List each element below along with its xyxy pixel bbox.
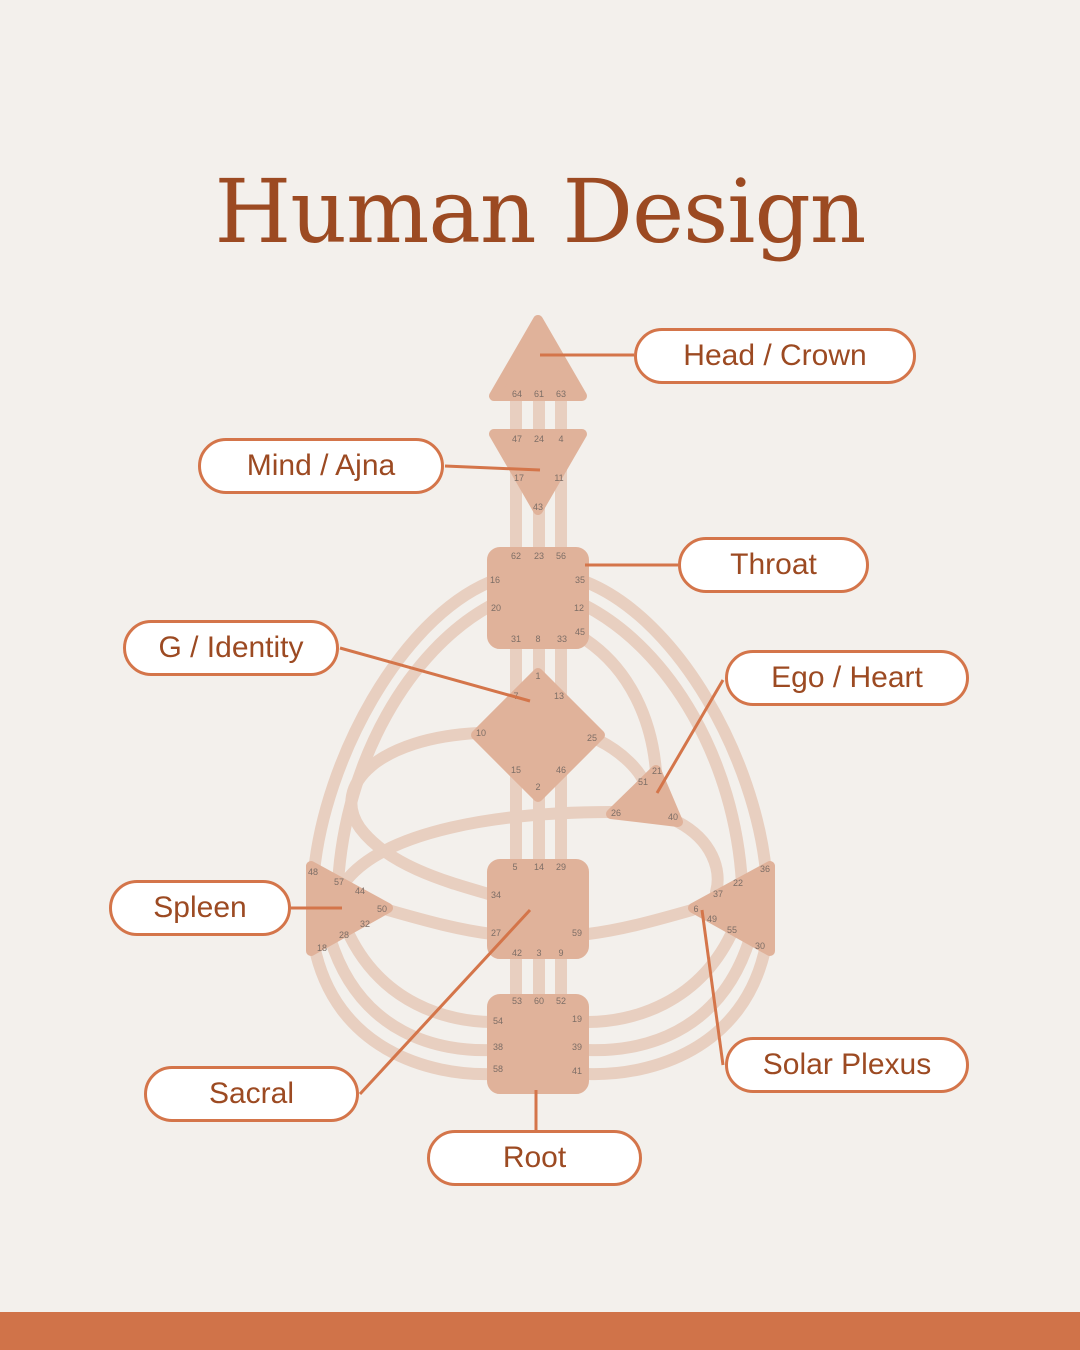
label-root: Root: [427, 1130, 642, 1186]
gate-number: 64: [512, 389, 522, 399]
gate-number: 21: [652, 766, 662, 776]
gate-number: 48: [308, 867, 318, 877]
gate-number: 23: [534, 551, 544, 561]
gate-number: 30: [755, 941, 765, 951]
label-throat: Throat: [678, 537, 869, 593]
gate-number: 3: [536, 948, 541, 958]
gate-number: 59: [572, 928, 582, 938]
gate-number: 37: [713, 889, 723, 899]
solar-plexus-center: [688, 861, 775, 956]
gate-number: 44: [355, 886, 365, 896]
gate-number: 52: [556, 996, 566, 1006]
ajna-center: [489, 429, 587, 515]
gate-number: 47: [512, 434, 522, 444]
page-title: Human Design: [214, 160, 867, 263]
gate-number: 61: [534, 389, 544, 399]
channel: [382, 904, 498, 940]
gate-number: 56: [556, 551, 566, 561]
gate-number: 31: [511, 634, 521, 644]
channel: [672, 816, 724, 898]
channel: [580, 576, 772, 878]
gate-number: 40: [668, 812, 678, 822]
gate-number: 32: [360, 919, 370, 929]
root-center: [487, 994, 589, 1094]
gate-number: 46: [556, 765, 566, 775]
channel: [308, 939, 498, 1081]
gate-number: 2: [535, 782, 540, 792]
gate-number: 22: [733, 878, 743, 888]
gate-number: 50: [377, 904, 387, 914]
label-spleen: Spleen: [109, 880, 291, 936]
gate-number: 24: [534, 434, 544, 444]
gate-number: 54: [493, 1016, 503, 1026]
gate-number: 53: [512, 996, 522, 1006]
gate-number: 16: [490, 575, 500, 585]
gate-number: 25: [587, 733, 597, 743]
channel: [580, 634, 662, 778]
gate-number: 55: [727, 925, 737, 935]
channel: [339, 806, 618, 888]
channel: [582, 904, 698, 940]
gate-number: 39: [572, 1042, 582, 1052]
channel: [582, 939, 772, 1081]
label-solar-plexus: Solar Plexus: [725, 1037, 969, 1093]
gate-number: 35: [575, 575, 585, 585]
channel: [580, 600, 748, 890]
label-sacral: Sacral: [144, 1066, 359, 1122]
gate-number: 6: [693, 904, 698, 914]
gate-number: 17: [514, 473, 524, 483]
gate-number: 28: [339, 930, 349, 940]
sacral-center: [487, 859, 589, 959]
gate-number: 27: [491, 928, 501, 938]
gate-number: 38: [493, 1042, 503, 1052]
gate-number: 49: [707, 914, 717, 924]
gate-number: 18: [317, 943, 327, 953]
gate-number: 8: [535, 634, 540, 644]
gate-number: 19: [572, 1014, 582, 1024]
gate-number: 41: [572, 1066, 582, 1076]
gate-number: 11: [554, 473, 563, 483]
gate-number: 15: [511, 765, 521, 775]
channel: [308, 576, 496, 878]
gate-number: 29: [556, 862, 566, 872]
channel: [582, 932, 756, 1057]
throat-center: [487, 547, 589, 649]
label-g-identity: G / Identity: [123, 620, 339, 676]
gate-number: 45: [575, 627, 585, 637]
label-mind-ajna: Mind / Ajna: [198, 438, 444, 494]
leader-lines: [291, 353, 725, 1130]
gate-number: 14: [534, 862, 544, 872]
gate-number: 43: [533, 502, 543, 512]
gate-number: 4: [558, 434, 563, 444]
gate-number: 34: [491, 890, 501, 900]
g-center: [471, 668, 605, 802]
channel: [324, 932, 498, 1057]
gate-number: 51: [638, 777, 648, 787]
label-head-crown: Head / Crown: [634, 328, 916, 384]
channel: [332, 600, 496, 890]
footer-bar: [0, 1312, 1080, 1350]
gate-number: 26: [611, 808, 621, 818]
gate-number: 10: [476, 728, 486, 738]
gate-number: 13: [554, 691, 564, 701]
gate-number: 12: [574, 603, 584, 613]
gate-number: 20: [491, 603, 501, 613]
label-ego-heart: Ego / Heart: [725, 650, 969, 706]
channel: [345, 727, 498, 901]
gate-number: 62: [511, 551, 521, 561]
gate-number: 42: [512, 948, 522, 958]
gate-number: 1: [535, 671, 540, 681]
channel: [582, 922, 740, 1028]
gate-number: 9: [558, 948, 563, 958]
gate-number: 5: [512, 862, 517, 872]
gate-number: 57: [334, 877, 344, 887]
gate-number: 36: [760, 864, 770, 874]
channel: [340, 922, 498, 1028]
gate-number: 58: [493, 1064, 503, 1074]
gate-number: 63: [556, 389, 566, 399]
gate-number: 60: [534, 996, 544, 1006]
head-center: [489, 315, 587, 401]
gate-number: 33: [557, 634, 567, 644]
